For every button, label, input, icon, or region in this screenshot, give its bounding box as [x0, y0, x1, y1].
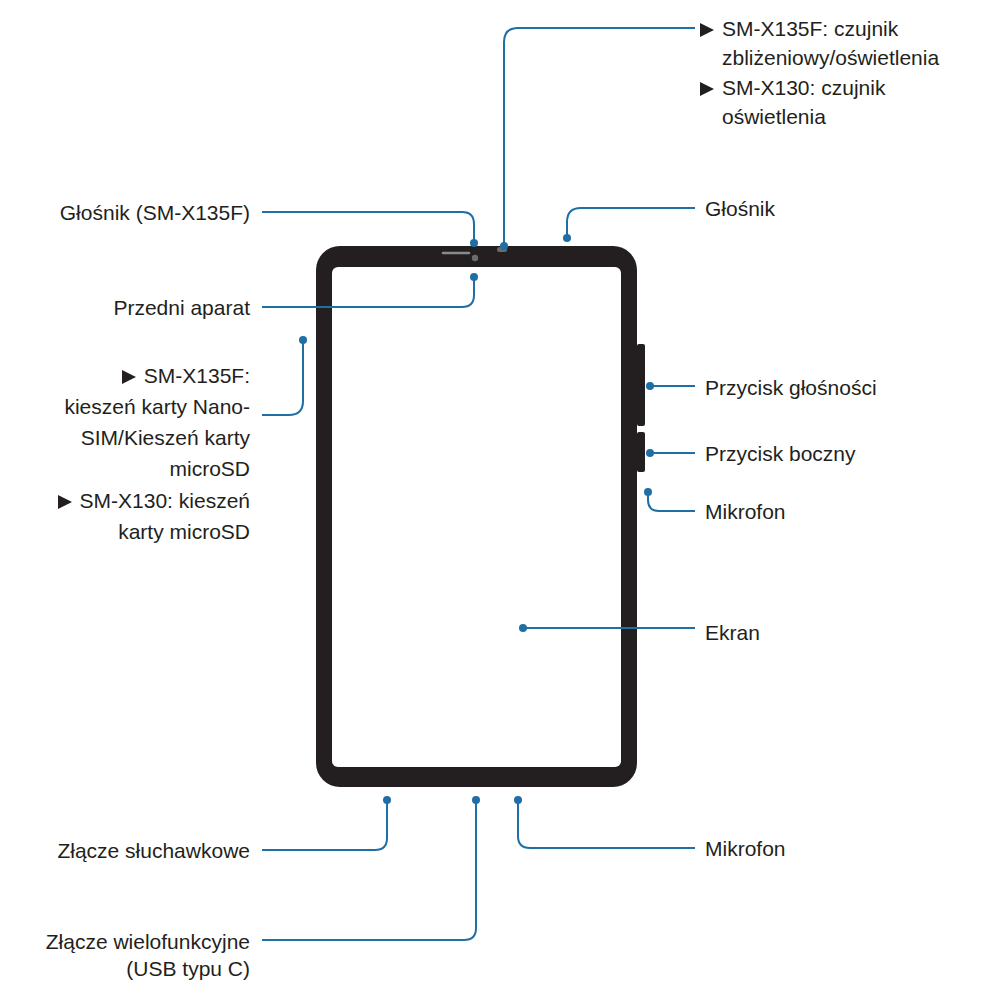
speaker-slot — [443, 252, 469, 255]
bullet-triangle-shape — [700, 82, 714, 96]
leader-line — [518, 800, 695, 848]
callout-label: Złącze słuchawkowe — [57, 839, 250, 862]
leader-dots — [299, 234, 654, 804]
front-camera — [472, 255, 478, 261]
leader-line — [262, 800, 387, 850]
leader-dot — [500, 242, 508, 250]
leader-dot — [514, 796, 522, 804]
callout-label: Przycisk boczny — [705, 442, 856, 465]
callout-label: Głośnik — [705, 197, 775, 220]
callout-label: SM-X135F: czujnik zbliżeniowy/oświetleni… — [722, 17, 939, 69]
leader-lines — [262, 28, 695, 940]
callout-label: Mikrofon — [705, 500, 786, 523]
callout-label-group: Przedni aparat — [5, 292, 250, 323]
callout-label-group: SM-X135F: kieszeń karty Nano-SIM/Kieszeń… — [50, 360, 250, 484]
callout-label-group: Złącze słuchawkowe — [5, 835, 250, 866]
callout-label-group: Głośnik (SM-X135F) — [5, 197, 250, 228]
leader-dot — [644, 488, 652, 496]
callout-label-group: Mikrofon — [705, 833, 990, 864]
side-button — [637, 432, 645, 472]
tablet-body — [316, 246, 645, 787]
callout-label-group: Ekran — [705, 617, 990, 648]
callout-label-group: Mikrofon — [705, 496, 990, 527]
callout-label: Głośnik (SM-X135F) — [60, 201, 250, 224]
callout-label-group: SM-X130: czujnik oświetlenia — [700, 73, 992, 131]
volume-button — [637, 344, 645, 426]
callout-label-group: Przycisk boczny — [705, 438, 990, 469]
leader-line — [504, 28, 695, 246]
callout-label-group: Przycisk głośności — [705, 372, 990, 403]
leader-line — [262, 800, 476, 940]
leader-dot — [470, 273, 478, 281]
bullet-triangle-shape — [700, 23, 714, 37]
leader-dot — [383, 796, 391, 804]
bullet-triangle — [58, 495, 72, 509]
leader-line — [262, 212, 474, 243]
callout-label-group: SM-X130: kieszeń karty microSD — [18, 485, 250, 547]
leader-line — [567, 208, 695, 238]
leader-line — [262, 340, 303, 415]
leader-dot — [472, 796, 480, 804]
callout-label: Przedni aparat — [113, 296, 250, 319]
callout-label: Złącze wielofunkcyjne (USB typu C) — [46, 930, 250, 980]
leader-line — [262, 277, 474, 307]
callout-label: SM-X135F: kieszeń karty Nano-SIM/Kieszeń… — [64, 364, 250, 480]
leader-dot — [563, 234, 571, 242]
callout-label-group: Głośnik — [705, 193, 990, 224]
bullet-triangle-shape — [122, 370, 136, 384]
leader-dot — [519, 624, 527, 632]
leader-dot — [646, 382, 654, 390]
leader-line — [650, 385, 695, 387]
tablet-housing — [316, 246, 637, 787]
leader-dot — [646, 449, 654, 457]
bullet-triangle-shape — [58, 495, 72, 509]
callout-label: Przycisk głośności — [705, 376, 877, 399]
callout-label: SM-X130: kieszeń karty microSD — [80, 489, 250, 543]
leader-line — [523, 627, 695, 629]
bullet-triangle — [122, 370, 136, 384]
leader-line — [650, 452, 695, 454]
leader-dot — [470, 239, 478, 247]
bullet-triangle — [700, 82, 714, 96]
callout-label: SM-X130: czujnik oświetlenia — [722, 76, 885, 128]
callout-label-group: SM-X135F: czujnik zbliżeniowy/oświetleni… — [700, 14, 992, 72]
callout-label: Ekran — [705, 621, 760, 644]
leader-dot — [299, 336, 307, 344]
tablet-screen — [332, 267, 621, 767]
callout-label: Mikrofon — [705, 837, 786, 860]
bullet-triangle — [700, 23, 714, 37]
leader-line — [648, 492, 695, 511]
callout-label-group: Złącze wielofunkcyjne (USB typu C) — [5, 928, 250, 982]
